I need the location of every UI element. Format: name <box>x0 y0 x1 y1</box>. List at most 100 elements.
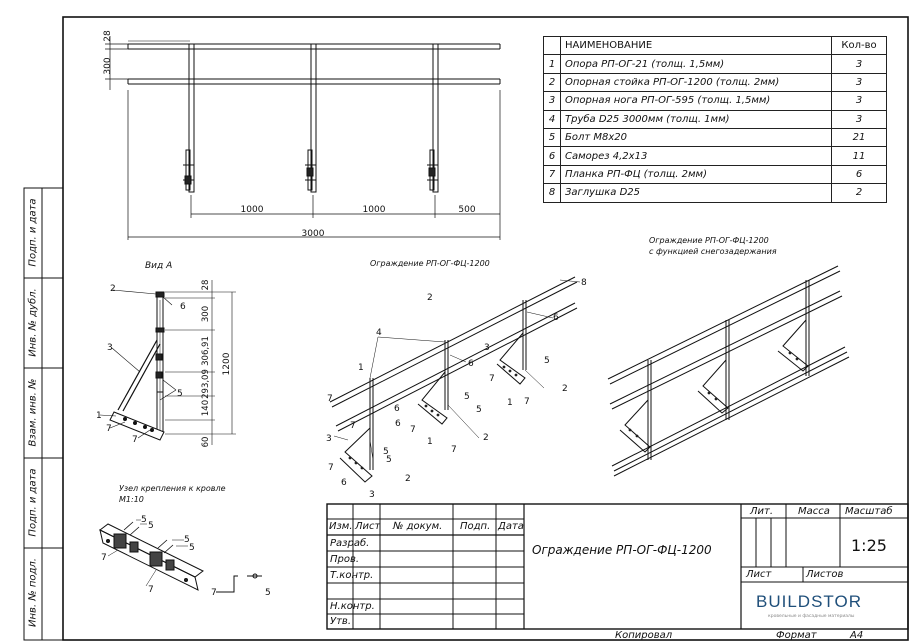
tb-role-prov: Пров. <box>330 554 360 565</box>
tb-lit-label: Лит. <box>750 506 774 517</box>
callout: 5 <box>148 521 154 531</box>
callout: 2 <box>562 384 568 394</box>
callout: 6 <box>395 419 401 429</box>
spec-cell-num <box>543 35 561 56</box>
spec-cell-name: Опора РП-ОГ-21 (толщ. 1,5мм) <box>560 54 832 74</box>
callout: 6 <box>468 359 474 369</box>
node-title-line1: Узел крепления к кровле <box>119 484 226 493</box>
callout: 1 <box>358 363 364 373</box>
iso2-title-line1: Ограждение РП-ОГ-ФЦ-1200 <box>649 236 769 245</box>
spec-cell-name: Опорная нога РП-ОГ-595 (толщ. 1,5мм) <box>560 91 832 111</box>
side-stamp-label-1: Подп. и дата <box>27 198 39 267</box>
callout: 7 <box>350 421 356 431</box>
spec-cell-num: 4 <box>543 109 561 129</box>
spec-cell-qty: 3 <box>831 109 887 129</box>
spec-cell-name: НАИМЕНОВАНИЕ <box>560 35 832 56</box>
iso2-railing <box>607 265 850 477</box>
front-horizontal-dims <box>127 90 501 240</box>
callout: 5 <box>177 389 183 399</box>
front-dim-28: 28 <box>103 30 113 42</box>
iso1-railing <box>329 276 581 483</box>
spec-cell-qty: 3 <box>831 54 887 74</box>
node-detail <box>99 519 262 593</box>
callout: 4 <box>376 328 382 338</box>
callout: 3 <box>107 343 113 353</box>
tb-role-tkontr: Т.контр. <box>330 570 374 581</box>
tb-sheet-label: Лист <box>746 569 772 580</box>
tb-header-izm: Изм. <box>329 521 353 532</box>
front-post-1 <box>183 43 195 193</box>
format-value: A4 <box>850 630 864 641</box>
callout: 2 <box>405 474 411 484</box>
front-dim-300: 300 <box>103 57 113 74</box>
spec-cell-name: Саморез 4,2х13 <box>560 146 832 166</box>
spec-cell-name: Планка РП-ФЦ (толщ. 2мм) <box>560 164 832 185</box>
callout: 7 <box>524 397 530 407</box>
callout: 7 <box>489 374 495 384</box>
tb-scale-value: 1:25 <box>851 536 887 555</box>
view-a-dim-60: 60 <box>201 437 211 448</box>
title-block-grid <box>326 503 909 630</box>
callout: 7 <box>451 445 457 455</box>
callout: 3 <box>369 490 375 500</box>
spec-cell-qty: 21 <box>831 127 887 148</box>
callout: 5 <box>184 535 190 545</box>
callout: 7 <box>101 553 107 563</box>
front-vertical-dim <box>105 36 128 90</box>
view-a-dim-28: 28 <box>201 280 211 291</box>
callout: 7 <box>211 588 217 598</box>
view-a-dim-293: 293,09 <box>201 369 211 399</box>
side-stamp-label-4: Подп. и дата <box>27 468 39 537</box>
callout: 6 <box>394 404 400 414</box>
tb-mass-label: Масса <box>798 506 830 517</box>
tb-header-sign: Подп. <box>460 521 491 532</box>
iso1-title: Ограждение РП-ОГ-ФЦ-1200 <box>370 259 490 268</box>
front-dim-span-3: 500 <box>458 205 475 215</box>
spec-cell-qty: 3 <box>831 72 887 93</box>
spec-cell-num: 5 <box>543 127 561 148</box>
view-a <box>99 280 236 445</box>
front-dim-span-2: 1000 <box>363 205 386 215</box>
callout: 5 <box>464 392 470 402</box>
callout: 6 <box>553 313 559 323</box>
spec-cell-qty: Кол-во <box>831 35 887 56</box>
callout: 6 <box>341 478 347 488</box>
side-stamp-label-2: Инв. № дубл. <box>27 288 39 357</box>
callout: 2 <box>110 284 116 294</box>
side-stamp-label-3: Взам. инв. № <box>27 378 39 447</box>
callout: 7 <box>410 425 416 435</box>
callout: 7 <box>148 585 154 595</box>
callout: 5 <box>386 455 392 465</box>
spec-cell-qty: 6 <box>831 164 887 185</box>
tb-header-date: Дата <box>498 521 524 532</box>
sheet-title: Ограждение РП-ОГ-ФЦ-1200 <box>532 543 712 557</box>
callout: 1 <box>96 411 102 421</box>
spec-cell-qty: 2 <box>831 183 887 203</box>
tb-role-utv: Утв. <box>330 616 351 627</box>
front-post-2 <box>305 43 317 193</box>
callout: 5 <box>141 515 147 525</box>
spec-cell-name: Труба D25 3000мм (толщ. 1мм) <box>560 109 832 129</box>
callout: 1 <box>507 398 513 408</box>
callout: 7 <box>327 394 333 404</box>
spec-cell-qty: 3 <box>831 91 887 111</box>
front-dim-span-1: 1000 <box>241 205 264 215</box>
front-dim-total: 3000 <box>302 229 325 239</box>
callout: 1 <box>427 437 433 447</box>
spec-cell-num: 6 <box>543 146 561 166</box>
format-label: Формат <box>776 630 817 641</box>
tb-header-doc: № докум. <box>393 521 443 532</box>
side-stamp-label-5: Инв. № подл. <box>27 558 39 627</box>
front-view <box>105 36 501 240</box>
callout: 3 <box>484 343 490 353</box>
svg-text:кровельные и фасадные материал: кровельные и фасадные материалы <box>768 613 855 619</box>
callout: 5 <box>189 543 195 553</box>
callout: 2 <box>483 433 489 443</box>
